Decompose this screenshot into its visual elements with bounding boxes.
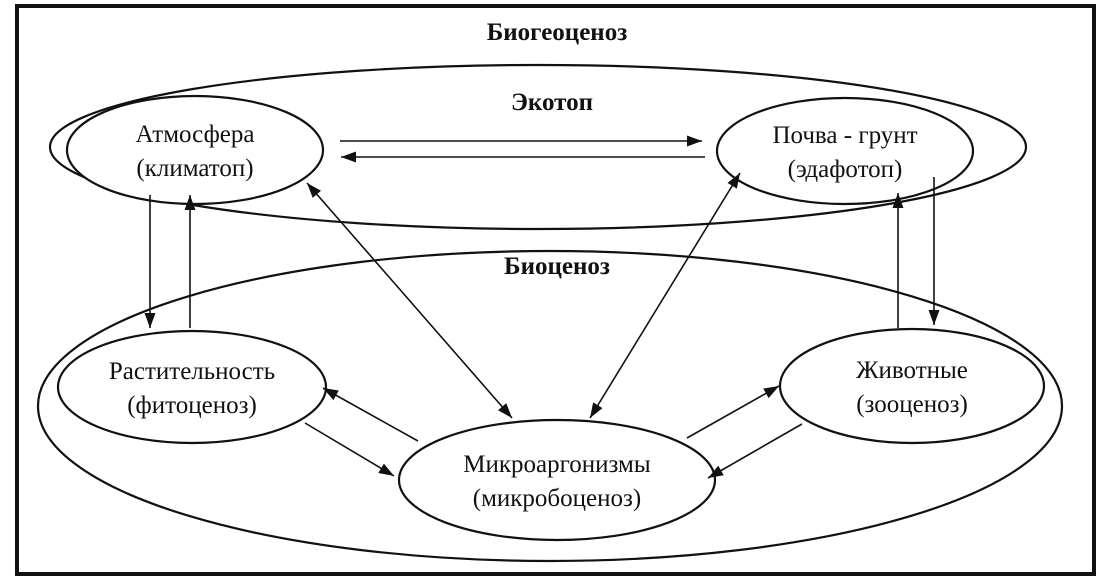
arrow-soil-microorganisms [589, 172, 741, 419]
arrow-vegetation-to-microorganisms-head [378, 463, 394, 476]
node-soil: Почва - грунт (эдафотоп) [715, 96, 975, 206]
arrow-atmosphere-microorganisms-head [497, 403, 512, 418]
animals-label: Животные [856, 357, 968, 384]
vegetation-sublabel: (фитоценоз) [127, 392, 257, 419]
biogeocenosis-frame [15, 4, 1096, 576]
biocenosis-ellipse [36, 249, 1064, 563]
arrow-microorganisms-to-vegetation-head [323, 388, 339, 401]
animals-ellipse [778, 327, 1046, 445]
soil-label: Почва - грунт [772, 122, 917, 149]
node-microorganisms: Микроаргонизмы (микробоценоз) [397, 418, 717, 542]
arrow-microorganisms-to-animals [686, 385, 780, 439]
arrow-animals-to-microorganisms-head [708, 465, 724, 478]
vegetation-ellipse [56, 329, 328, 445]
arrow-atmosphere-microorganisms-start-head [307, 183, 322, 198]
node-animals: Животные (зооценоз) [778, 327, 1046, 445]
microorganisms-ellipse [397, 418, 717, 542]
arrow-animals-to-microorganisms [707, 423, 803, 479]
diagram-title: Биогеоценоз [487, 19, 628, 46]
arrow-vegetation-to-microorganisms [304, 422, 395, 477]
arrow-microorganisms-to-animals-head [763, 386, 779, 399]
arrow-atmosphere-to-soil-head [687, 135, 702, 147]
biocenosis-label: Биоценоз [504, 253, 610, 280]
atmosphere-label: Атмосфера [136, 121, 255, 148]
node-vegetation: Растительность (фитоценоз) [56, 329, 328, 445]
ecotope-label: Экотоп [511, 89, 593, 116]
animals-sublabel: (зооценоз) [856, 391, 968, 418]
arrow-soil-microorganisms-start-head [727, 173, 740, 189]
arrow-soil-to-atmosphere-head [341, 151, 356, 163]
arrow-soil-to-animals-head [928, 310, 940, 325]
arrow-vegetation-to-atmosphere-head [184, 195, 196, 210]
arrow-microorganisms-to-vegetation [322, 387, 419, 442]
arrow-soil-microorganisms-head [590, 402, 603, 418]
atmosphere-ellipse [65, 94, 325, 206]
arrow-atmosphere-to-vegetation-head [144, 313, 156, 328]
microorganisms-sublabel: (микробоценоз) [473, 485, 641, 512]
atmosphere-sublabel: (климатоп) [136, 155, 253, 182]
vegetation-label: Растительность [109, 358, 275, 385]
microorganisms-label: Микроаргонизмы [463, 451, 651, 478]
node-atmosphere: Атмосфера (климатоп) [65, 94, 325, 206]
ecotope-ellipse [48, 63, 1028, 231]
arrow-atmosphere-microorganisms [306, 182, 513, 419]
arrow-animals-to-soil-head [892, 193, 904, 208]
soil-sublabel: (эдафотоп) [788, 156, 903, 183]
arrows [144, 135, 940, 479]
soil-ellipse [715, 96, 975, 206]
